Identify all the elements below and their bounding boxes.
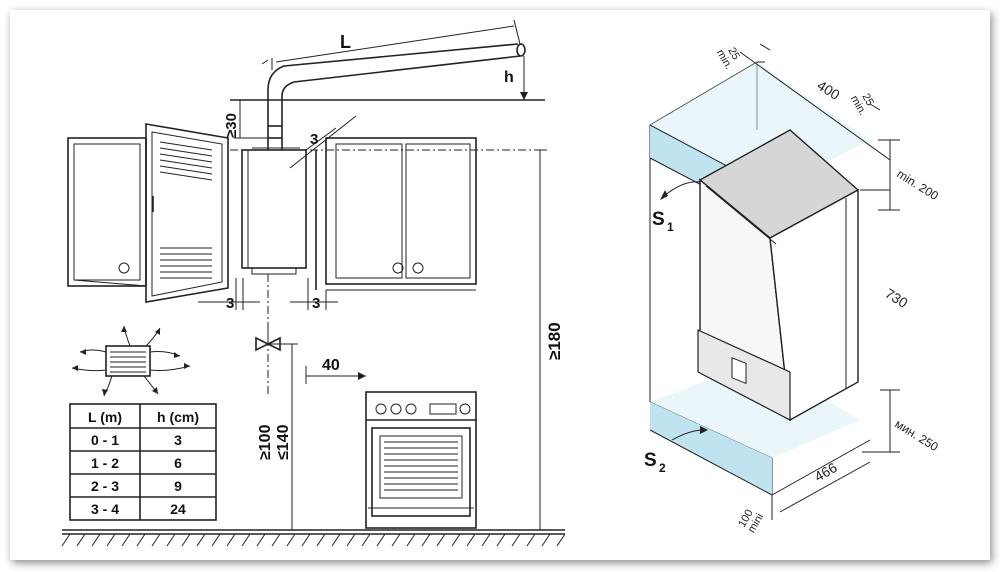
dim-height-730: 730 [882,285,910,311]
floor [61,529,566,547]
s2-subscript: 2 [659,461,666,475]
gas-pipe [255,274,286,395]
dim-le140-label: ≤140 [275,424,292,460]
s1-label: S [652,209,665,230]
dim-stove-gap-label: 40 [322,357,340,374]
table-header-l: L (m) [88,409,122,425]
dimension-l: L [261,19,521,70]
table-cell: 9 [174,478,182,494]
dim-bottom-clearance-100: 100mini [736,506,766,535]
boiler-3d [697,129,860,422]
l-h-table: L (m) h (cm) 0 - 1 3 1 - 2 6 2 - 3 9 3 -… [69,403,217,521]
right-diagram: S 1 S 2 25min. 400 [644,42,941,535]
dim-ge100-label: ≥100 [257,424,274,460]
dim-ge180-label: ≥180 [545,322,564,360]
table-cell: 2 - 3 [91,478,119,494]
dimension-ge30: ≥30 [223,100,268,139]
dim-l-label: L [340,32,351,52]
right-cabinet [315,137,477,291]
air-vent-icon [71,325,191,397]
bottom-airflow-zone [649,360,860,496]
dimension-ge180: ≥180 [534,149,564,530]
dim-above-200: min. 200 [894,167,941,203]
dim-top-gap-label: 3 [310,131,318,148]
dim-right-gap-label: 3 [312,295,320,312]
s2-marker: S 2 [644,426,708,475]
table-cell: 6 [174,455,182,471]
dim-width-400: 400 [814,77,842,103]
open-cabinet-door [145,123,229,303]
flue-pipe [267,43,526,150]
dimension-top-gap: 3 [289,115,357,169]
table-cell: 3 - 4 [91,501,119,517]
dim-ge30-label: ≥30 [223,113,240,138]
left-diagram: L h ≥30 3 [61,19,566,547]
right-dimension-lines [739,43,900,520]
dimension-side-gaps: 3 3 [198,278,338,312]
table-cell: 3 [174,432,182,448]
stove [365,391,477,529]
table-cell: 24 [170,501,186,517]
dimension-h: h [230,56,545,101]
dim-top-left-clearance-25: 25min. [714,42,744,71]
table-header-h: h (cm) [157,409,199,425]
s1-subscript: 1 [667,220,674,234]
table-cell: 0 - 1 [91,432,119,448]
dim-h-label: h [504,69,514,86]
dim-top-right-clearance-25: 25min. [848,88,878,117]
boiler-front [241,147,307,275]
left-cabinet [67,137,154,287]
s1-marker: S 1 [652,181,701,234]
s2-label: S [644,450,657,471]
dimension-valve-height: ≥100 ≤140 [257,343,298,530]
table-cell: 1 - 2 [91,455,119,471]
dim-left-gap-label: 3 [226,295,234,312]
dim-below-250: мин. 250 [892,417,941,455]
dimension-stove-gap: 40 [305,357,366,384]
